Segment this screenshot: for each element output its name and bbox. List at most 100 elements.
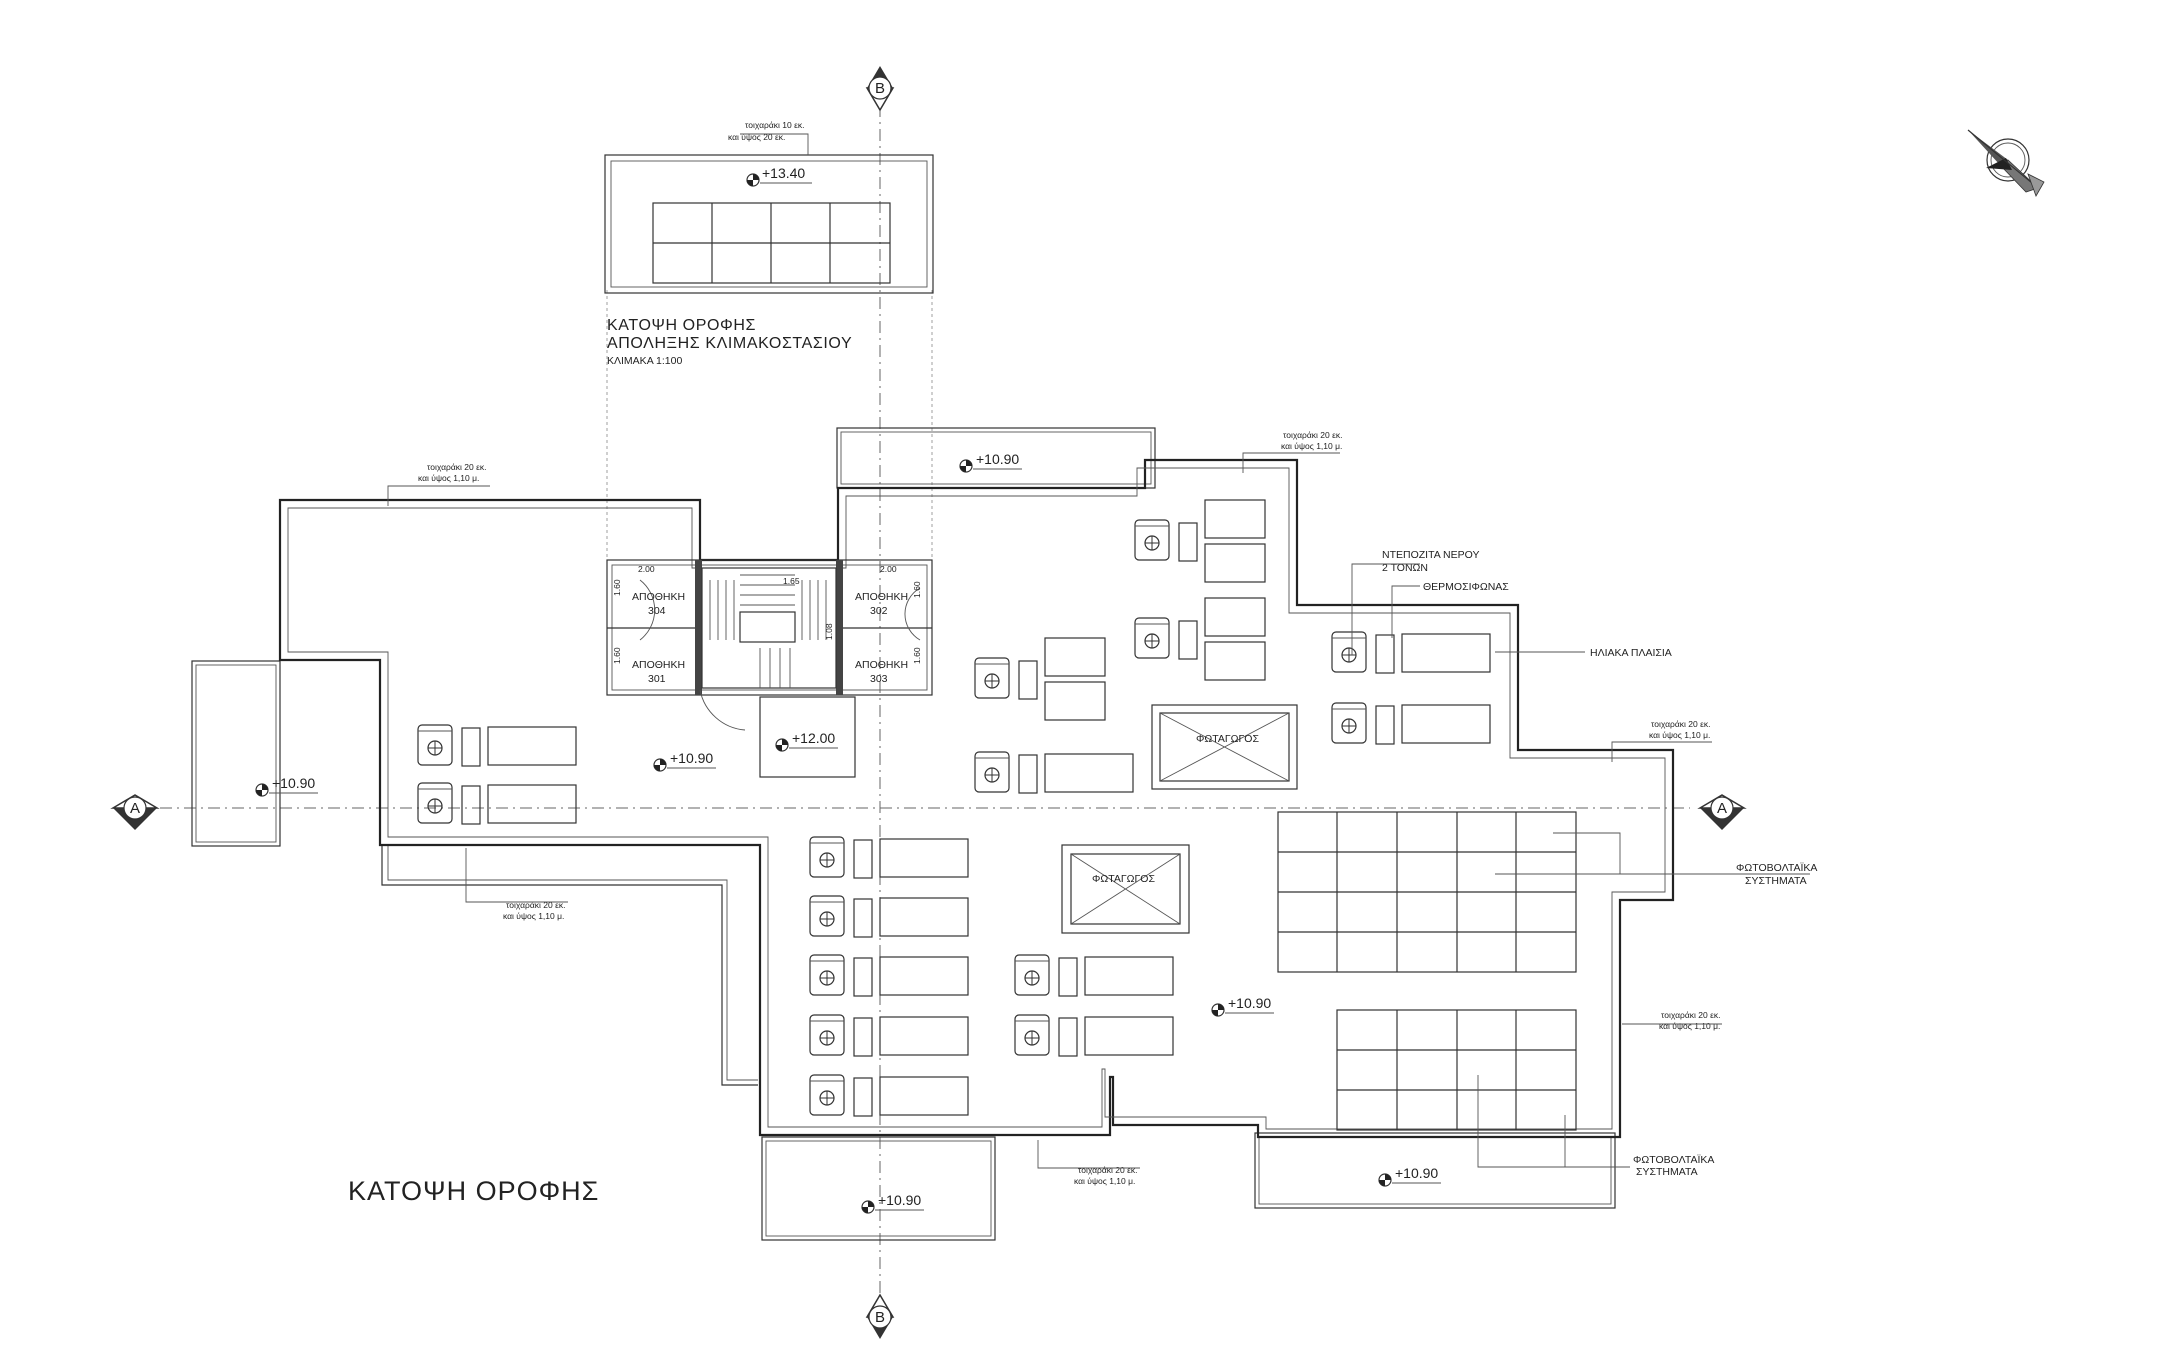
solar-heater-unit <box>974 637 1106 721</box>
pv-array-lower <box>1336 1009 1577 1131</box>
level-stair-head: +12.00 <box>775 730 838 752</box>
solar-heater-unit <box>1331 631 1491 674</box>
svg-text:+12.00: +12.00 <box>792 730 835 746</box>
solar-heater-unit <box>809 1014 969 1057</box>
stair-roof-plan: +13.40 τοιχαράκι 10 εκ. και ύψος 20 εκ. … <box>604 120 934 367</box>
north-arrow-icon <box>1967 129 2045 197</box>
level-bottom-left: +10.90 <box>861 1192 924 1214</box>
level-markers: +10.90 +10.90 +10.90 +12.00 +10.90 +10.9… <box>255 451 1441 1214</box>
svg-text:A: A <box>130 800 140 817</box>
water-tank-label: ΝΤΕΠΟΖΙΤΑ ΝΕΡΟΥ 2 ΤΟΝΩΝ <box>1351 549 1479 655</box>
svg-text:1.65: 1.65 <box>783 576 800 586</box>
water-heater-label: ΘΕΡΜΟΣΙΦΩΝΑΣ <box>1391 581 1509 638</box>
level-stair-landing: +10.90 <box>653 750 716 772</box>
svg-text:και ύψος 1,10 μ.: και ύψος 1,10 μ. <box>1074 1176 1135 1186</box>
section-marker-b-top: B <box>865 66 895 112</box>
svg-text:ΣΥΣΤΗΜΑΤΑ: ΣΥΣΤΗΜΑΤΑ <box>1745 875 1807 887</box>
solar-heater-unit <box>417 782 577 825</box>
svg-text:1.60: 1.60 <box>912 581 922 598</box>
svg-text:τοιχαράκι 20 εκ.: τοιχαράκι 20 εκ. <box>506 900 565 910</box>
solar-heater-unit <box>1014 1014 1174 1057</box>
svg-text:1.08: 1.08 <box>824 623 834 640</box>
svg-text:ΑΠΟΘΗΚΗ: ΑΠΟΘΗΚΗ <box>632 591 685 603</box>
parapet-note-left-lower: τοιχαράκι 20 εκ. και ύψος 1,10 μ. <box>465 848 568 921</box>
solar-panels-label: ΗΛΙΑΚΑ ΠΛΑΙΣΙΑ <box>1495 647 1672 659</box>
svg-text:ΣΥΣΤΗΜΑΤΑ: ΣΥΣΤΗΜΑΤΑ <box>1636 1166 1698 1178</box>
svg-text:ΦΩΤΑΓΩΓΟΣ: ΦΩΤΑΓΩΓΟΣ <box>1196 733 1259 745</box>
svg-text:ΑΠΟΘΗΚΗ: ΑΠΟΘΗΚΗ <box>855 591 908 603</box>
solar-heater-unit <box>417 724 577 767</box>
svg-text:τοιχαράκι 20 εκ.: τοιχαράκι 20 εκ. <box>1078 1165 1137 1175</box>
section-marker-a-right: A <box>1697 794 1747 830</box>
storage-304: ΑΠΟΘΗΚΗ 304 <box>632 591 685 617</box>
stair-roof-scale: ΚΛΙΜΑΚΑ 1:100 <box>607 355 682 367</box>
solar-heater-unit <box>809 895 969 938</box>
svg-text:+10.90: +10.90 <box>1228 995 1271 1011</box>
parapet-note-right-upper: τοιχαράκι 20 εκ. και ύψος 1,10 μ. <box>1611 719 1712 762</box>
parapet-note-top-right: τοιχαράκι 20 εκ. και ύψος 1,10 μ. <box>1242 430 1342 473</box>
svg-text:ΑΠΟΘΗΚΗ: ΑΠΟΘΗΚΗ <box>855 659 908 671</box>
svg-text:τοιχαράκι 10 εκ.: τοιχαράκι 10 εκ. <box>745 120 804 130</box>
svg-text:2.00: 2.00 <box>880 564 897 574</box>
level-center: +10.90 <box>1211 995 1274 1017</box>
svg-text:+10.90: +10.90 <box>878 1192 921 1208</box>
stair-roof-note: τοιχαράκι 10 εκ. και ύψος 20 εκ. <box>728 120 809 155</box>
svg-text:2.00: 2.00 <box>638 564 655 574</box>
svg-text:1.60: 1.60 <box>612 579 622 596</box>
section-marker-a-left: A <box>110 794 160 830</box>
svg-text:ΦΩΤΟΒΟΛΤΑΪΚΑ: ΦΩΤΟΒΟΛΤΑΪΚΑ <box>1736 862 1817 874</box>
stair-roof-panel-grid <box>652 202 891 284</box>
svg-text:τοιχαράκι 20 εκ.: τοιχαράκι 20 εκ. <box>1283 430 1342 440</box>
solar-heater-unit <box>1134 597 1266 681</box>
level-marker-13-40: +13.40 <box>746 165 812 187</box>
svg-text:301: 301 <box>648 673 666 685</box>
svg-text:+10.90: +10.90 <box>670 750 713 766</box>
svg-text:A: A <box>1717 800 1727 817</box>
svg-text:303: 303 <box>870 673 888 685</box>
storage-301: ΑΠΟΘΗΚΗ 301 <box>632 659 685 685</box>
svg-text:+10.90: +10.90 <box>976 451 1019 467</box>
svg-text:και ύψος 1,10 μ.: και ύψος 1,10 μ. <box>418 473 479 483</box>
level-left-roof: +10.90 <box>255 775 318 797</box>
stair-roof-title-1: ΚΑΤΟΨΗ ΟΡΟΦΗΣ <box>607 317 756 334</box>
svg-text:304: 304 <box>648 605 666 617</box>
pv-label-upper: ΦΩΤΟΒΟΛΤΑΪΚΑ ΣΥΣΤΗΜΑΤΑ <box>1495 832 1817 887</box>
solar-heater-unit <box>809 1074 969 1117</box>
pv-label-lower: ΦΩΤΟΒΟΛΤΑΪΚΑ ΣΥΣΤΗΜΑΤΑ <box>1477 1075 1714 1178</box>
solar-heater-unit <box>809 954 969 997</box>
svg-text:+10.90: +10.90 <box>1395 1165 1438 1181</box>
parapet-note-bottom-left: τοιχαράκι 20 εκ. και ύψος 1,10 μ. <box>1037 1140 1140 1186</box>
parapet-note-top-left: τοιχαράκι 20 εκ. και ύψος 1,10 μ. <box>387 462 490 506</box>
solar-heater-unit <box>1331 702 1491 745</box>
svg-text:και ύψος 1,10 μ.: και ύψος 1,10 μ. <box>1659 1021 1720 1031</box>
solar-heater-unit <box>809 836 969 879</box>
staircase-core: ΑΠΟΘΗΚΗ 304 ΑΠΟΘΗΚΗ 302 ΑΠΟΘΗΚΗ 301 ΑΠΟΘ… <box>606 559 933 778</box>
svg-text:και ύψος 20 εκ.: και ύψος 20 εκ. <box>728 132 785 142</box>
skylight-upper: ΦΩΤΑΓΩΓΟΣ <box>1151 704 1298 790</box>
solar-water-heater-units <box>417 499 1491 1117</box>
svg-text:τοιχαράκι 20 εκ.: τοιχαράκι 20 εκ. <box>1651 719 1710 729</box>
roof-outline <box>191 427 1675 1241</box>
svg-text:και ύψος 1,10 μ.: και ύψος 1,10 μ. <box>503 911 564 921</box>
storage-302: ΑΠΟΘΗΚΗ 302 <box>855 591 908 617</box>
level-top-roof: +10.90 <box>959 451 1022 473</box>
svg-text:B: B <box>875 80 885 97</box>
solar-heater-unit <box>974 751 1134 794</box>
svg-text:B: B <box>875 1309 885 1326</box>
equipment-labels: ΝΤΕΠΟΖΙΤΑ ΝΕΡΟΥ 2 ΤΟΝΩΝ ΘΕΡΜΟΣΙΦΩΝΑΣ ΗΛΙ… <box>1351 549 1817 1178</box>
solar-heater-unit <box>1134 499 1266 583</box>
svg-text:ΑΠΟΘΗΚΗ: ΑΠΟΘΗΚΗ <box>632 659 685 671</box>
svg-text:ΦΩΤΟΒΟΛΤΑΪΚΑ: ΦΩΤΟΒΟΛΤΑΪΚΑ <box>1633 1154 1714 1166</box>
svg-text:ΝΤΕΠΟΖΙΤΑ ΝΕΡΟΥ: ΝΤΕΠΟΖΙΤΑ ΝΕΡΟΥ <box>1382 549 1479 561</box>
svg-text:ΗΛΙΑΚΑ ΠΛΑΙΣΙΑ: ΗΛΙΑΚΑ ΠΛΑΙΣΙΑ <box>1590 647 1672 659</box>
svg-text:1.60: 1.60 <box>612 647 622 664</box>
svg-text:ΦΩΤΑΓΩΓΟΣ: ΦΩΤΑΓΩΓΟΣ <box>1092 873 1155 885</box>
skylight-lower: ΦΩΤΑΓΩΓΟΣ <box>1061 844 1190 934</box>
parapet-notes: τοιχαράκι 20 εκ. και ύψος 1,10 μ. τοιχαρ… <box>387 430 1722 1186</box>
svg-text:τοιχαράκι 20 εκ.: τοιχαράκι 20 εκ. <box>1661 1010 1720 1020</box>
parapet-note-right-lower: τοιχαράκι 20 εκ. και ύψος 1,10 μ. <box>1622 1010 1722 1031</box>
svg-text:+10.90: +10.90 <box>272 775 315 791</box>
svg-text:τοιχαράκι 20 εκ.: τοιχαράκι 20 εκ. <box>427 462 486 472</box>
level-bottom-right: +10.90 <box>1378 1165 1441 1187</box>
